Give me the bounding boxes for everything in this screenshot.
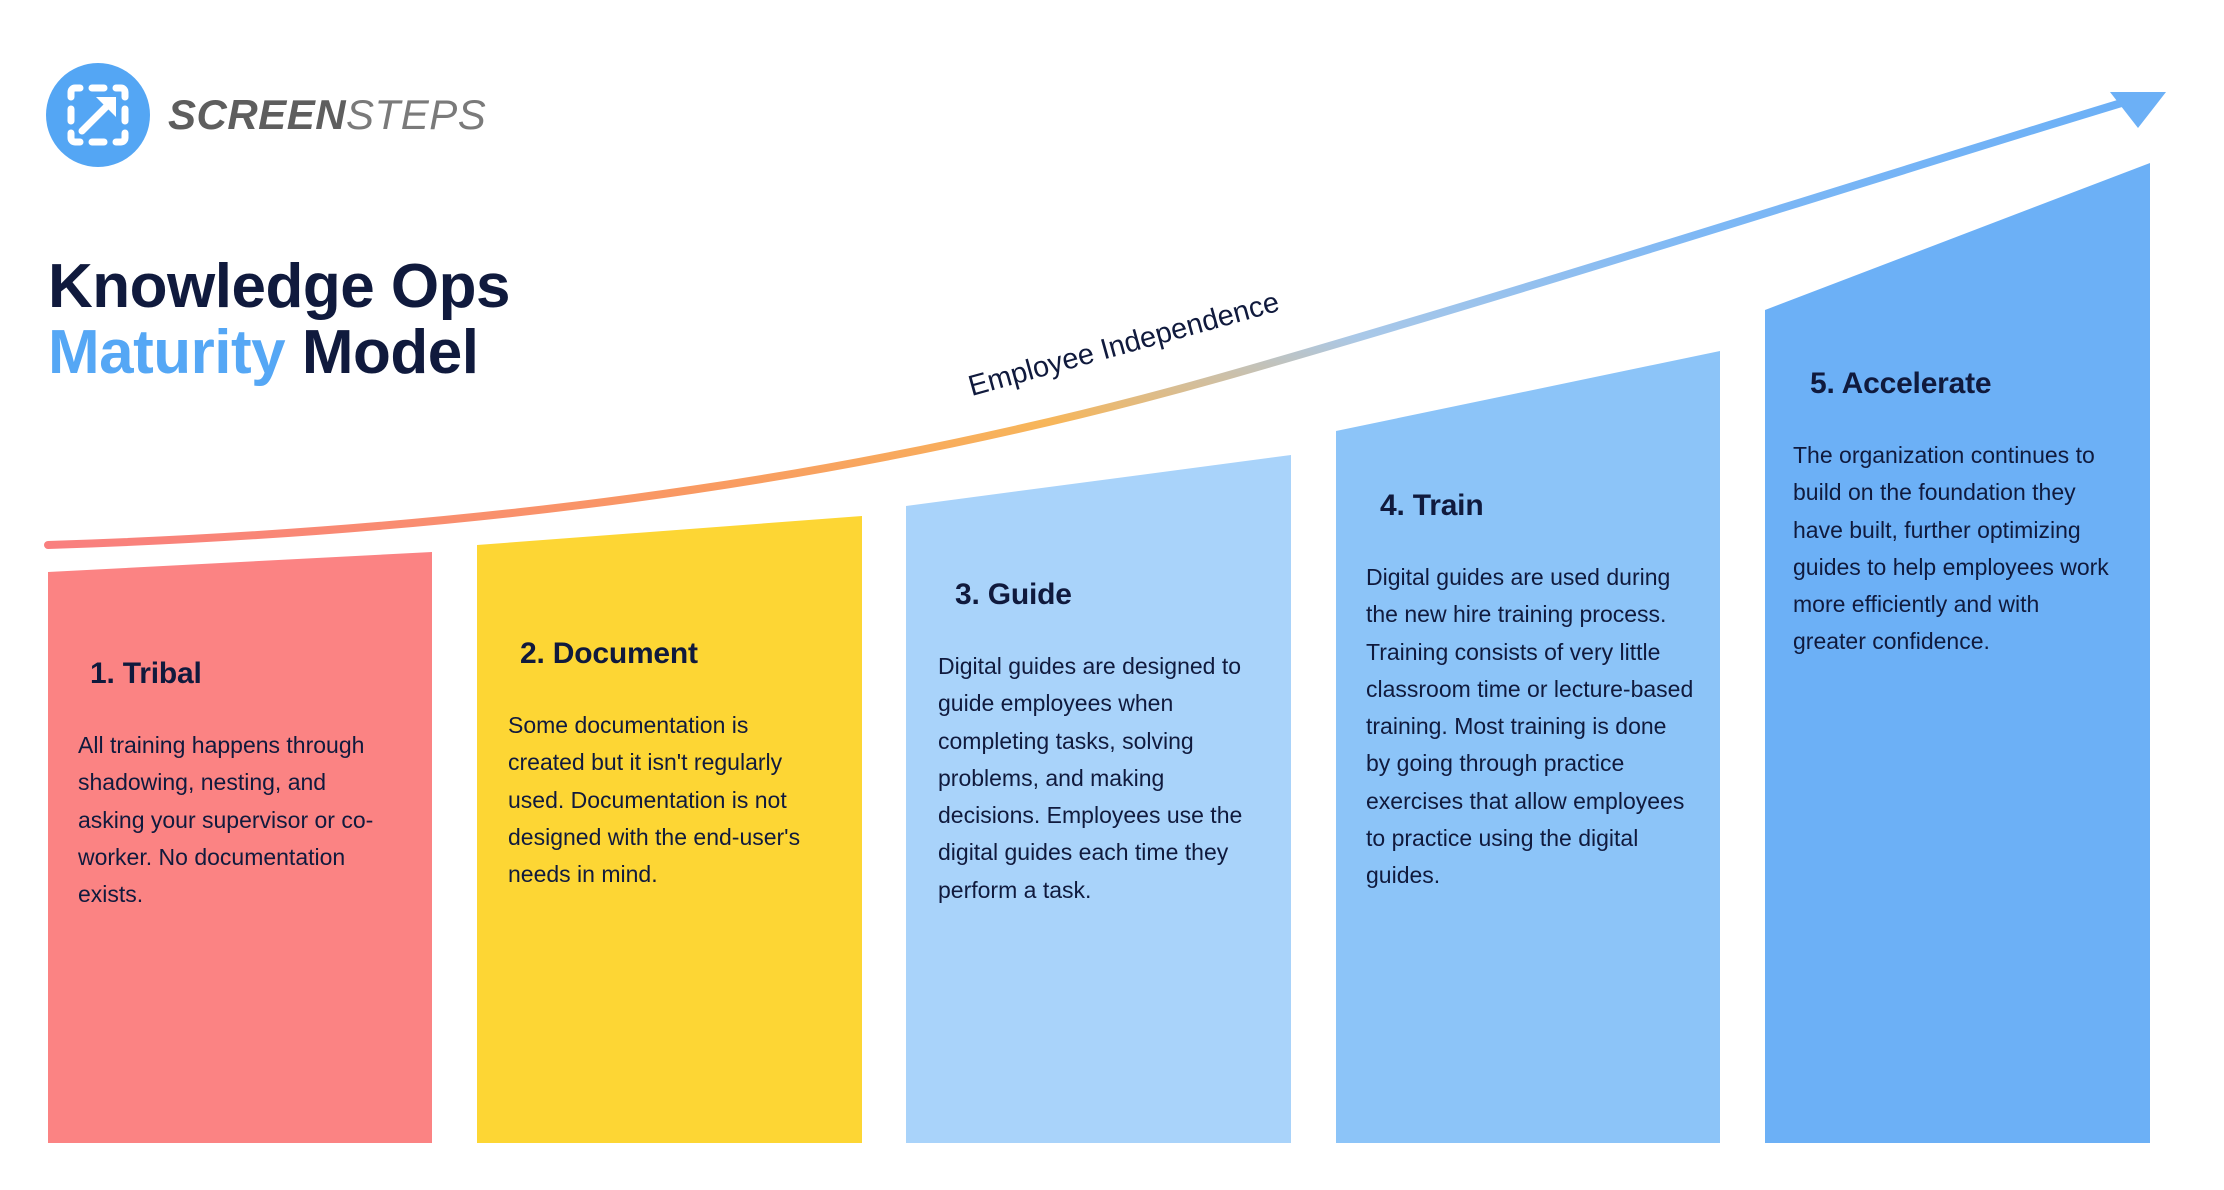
title-line-1: Knowledge Ops <box>48 251 510 321</box>
stage-body-tribal: All training happens through shadowing, … <box>78 732 374 907</box>
stage-body-guide: Digital guides are designed to guide emp… <box>938 653 1243 903</box>
brand-wordmark: SCREENSTEPS <box>168 94 486 136</box>
stage-body-document: Some documentation is created but it isn… <box>508 712 801 887</box>
bar-train <box>1336 351 1720 1143</box>
wordmark-secondary: STEPS <box>346 91 487 138</box>
title-accent-word: Maturity <box>48 318 286 388</box>
bar-accelerate <box>1765 163 2150 1143</box>
stage-heading-train: 4. Train <box>1380 489 1484 522</box>
brand-logo: SCREENSTEPS <box>46 63 486 167</box>
bars-group <box>48 163 2150 1143</box>
triangle-arrowhead-icon <box>2110 92 2166 128</box>
stage-body-accelerate: The organization continues to build on t… <box>1793 442 2109 655</box>
wordmark-primary: SCREEN <box>168 91 347 138</box>
stage-heading-accelerate: 5. Accelerate <box>1810 367 1992 400</box>
bar-guide <box>906 455 1291 1143</box>
bar-tribal <box>48 552 432 1143</box>
stage-body-train: Digital guides are used during the new h… <box>1366 564 1694 888</box>
stage-heading-guide: 3. Guide <box>955 578 1072 611</box>
screensteps-arrow-in-dashed-frame-icon <box>46 63 150 167</box>
stage-heading-document: 2. Document <box>520 637 698 670</box>
stage-heading-tribal: 1. Tribal <box>90 657 202 690</box>
title-line-2-rest: Model <box>285 318 479 388</box>
growth-curve <box>44 92 2166 549</box>
page-title: Knowledge Ops Maturity Model <box>48 251 510 388</box>
bar-document <box>477 516 862 1143</box>
